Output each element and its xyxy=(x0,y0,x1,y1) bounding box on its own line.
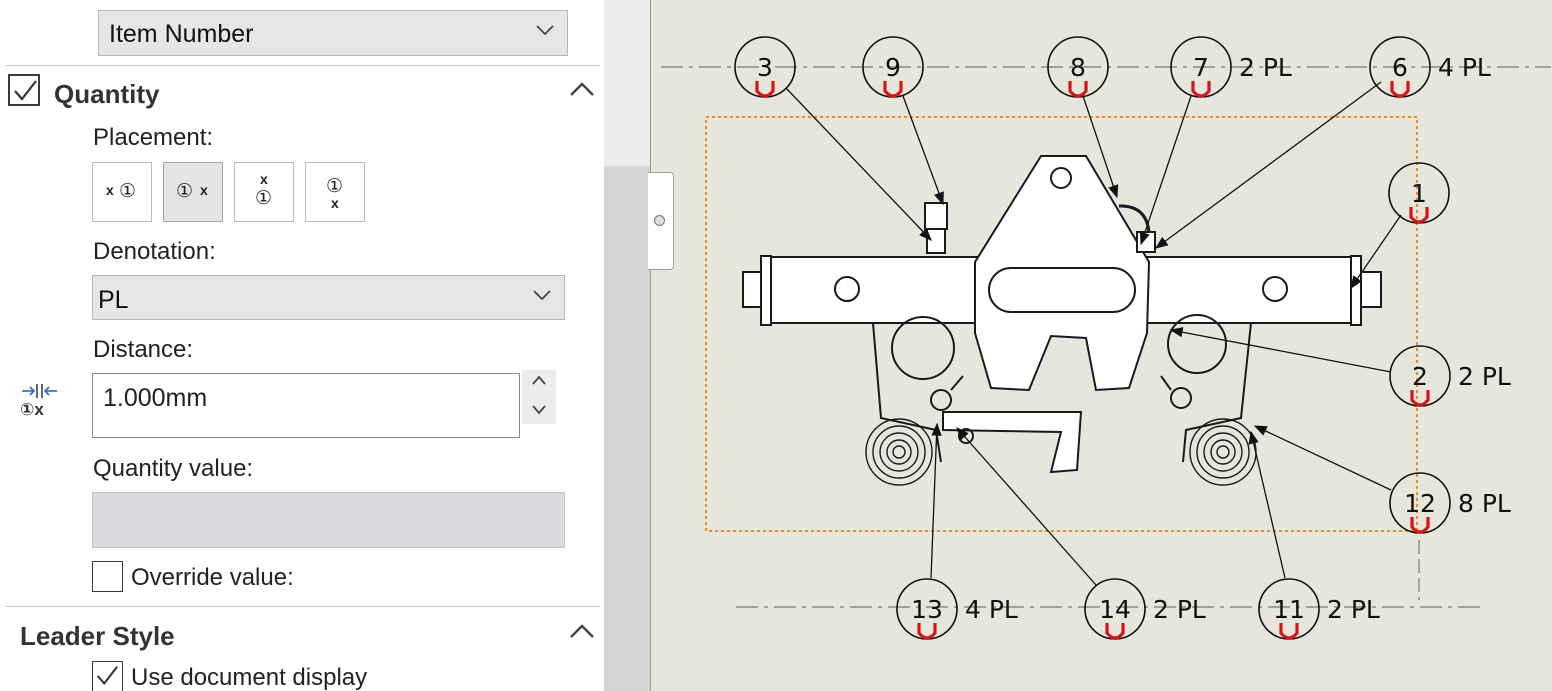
balloon-quantity-text: 2 PL xyxy=(1239,53,1292,82)
distance-icon-text: ①x xyxy=(20,400,44,419)
attachment-marker-icon xyxy=(917,623,937,640)
placement-right-button[interactable]: ① x xyxy=(163,162,223,222)
spin-up-icon[interactable] xyxy=(531,374,547,386)
balloon-number: 12 xyxy=(1404,489,1436,518)
balloon-number: 8 xyxy=(1070,53,1086,82)
balloon-8[interactable]: 8 xyxy=(1047,36,1109,98)
part-assembly xyxy=(742,155,1382,486)
placement-x-text: x xyxy=(331,195,339,211)
attachment-marker-icon xyxy=(755,81,775,98)
attachment-marker-icon xyxy=(1409,207,1429,224)
panel-scrollbar-thumb[interactable] xyxy=(604,166,650,691)
attachment-marker-icon xyxy=(1279,623,1299,640)
balloon-13[interactable]: 13 4 PL xyxy=(896,578,1018,640)
denotation-value: PL xyxy=(98,286,129,314)
placement-top-button[interactable]: x ① xyxy=(234,162,294,222)
attachment-marker-icon xyxy=(1105,623,1125,640)
distance-input-value: 1.000mm xyxy=(103,384,208,412)
placement-bottom-button[interactable]: ① x xyxy=(305,162,365,222)
balloon-number: 3 xyxy=(757,53,773,82)
balloon-number: 1 xyxy=(1411,179,1427,208)
quantity-value-field xyxy=(92,492,565,548)
attachment-marker-icon xyxy=(1390,81,1410,98)
sash-dot-icon xyxy=(654,215,665,226)
balloon-quantity-text: 2 PL xyxy=(1458,362,1511,391)
leader-lines xyxy=(785,81,1402,586)
distance-spinner[interactable] xyxy=(522,370,556,424)
balloon-1[interactable]: 1 xyxy=(1388,162,1450,224)
balloon-quantity-text: 2 PL xyxy=(1327,595,1380,624)
attachment-marker-icon xyxy=(883,81,903,98)
chevron-up-icon[interactable] xyxy=(568,622,596,640)
placement-balloon-glyph: ① xyxy=(255,188,273,209)
placement-left-button[interactable]: x ① xyxy=(92,162,152,222)
leader-style-section-title: Leader Style xyxy=(20,621,175,651)
use-document-display-checkbox[interactable] xyxy=(92,661,123,691)
item-number-dropdown[interactable]: Item Number xyxy=(98,10,568,56)
override-value-checkbox[interactable] xyxy=(92,561,123,592)
selection-box xyxy=(705,116,1418,532)
placement-x-text: x xyxy=(106,182,114,198)
item-number-dropdown-value: Item Number xyxy=(109,20,254,48)
balloon-number: 11 xyxy=(1273,595,1305,624)
placement-label: Placement: xyxy=(93,124,214,151)
override-value-label: Override value: xyxy=(131,564,294,591)
distance-input[interactable]: 1.000mm xyxy=(92,373,520,438)
quantity-value-label: Quantity value: xyxy=(93,455,254,482)
balloon-14[interactable]: 14 2 PL xyxy=(1084,578,1206,640)
checkmark-icon xyxy=(97,666,118,685)
use-document-display-label: Use document display xyxy=(131,664,368,691)
balloon-number: 7 xyxy=(1193,53,1209,82)
balloon-6[interactable]: 6 4 PL xyxy=(1369,36,1491,98)
denotation-label: Denotation: xyxy=(93,238,216,265)
chevron-up-icon[interactable] xyxy=(568,80,596,98)
property-manager-panel: Item Number Quantity Placement: x ① ① x … xyxy=(0,0,604,691)
spin-down-icon[interactable] xyxy=(531,404,547,416)
attachment-marker-icon xyxy=(1068,81,1088,98)
chevron-down-icon xyxy=(533,290,551,301)
quantity-checkbox[interactable] xyxy=(8,74,40,106)
divider xyxy=(6,65,600,66)
attachment-marker-icon xyxy=(1410,517,1430,534)
placement-x-text: x xyxy=(200,182,208,198)
balloon-12[interactable]: 12 8 PL xyxy=(1389,472,1511,534)
placement-balloon-glyph: ① xyxy=(326,176,344,197)
balloon-quantity-text: 4 PL xyxy=(965,595,1018,624)
denotation-dropdown[interactable]: PL xyxy=(92,275,565,320)
balloon-number: 2 xyxy=(1412,362,1428,391)
divider xyxy=(6,606,600,607)
balloon-7[interactable]: 7 2 PL xyxy=(1170,36,1292,98)
balloon-number: 9 xyxy=(885,53,901,82)
placement-balloon-glyph: ① xyxy=(119,181,137,202)
balloon-2[interactable]: 2 2 PL xyxy=(1389,345,1511,407)
balloon-11[interactable]: 11 2 PL xyxy=(1258,578,1380,640)
panel-collapse-sash[interactable] xyxy=(648,172,674,270)
balloon-number: 6 xyxy=(1392,53,1408,82)
chevron-down-icon xyxy=(536,25,554,36)
balloon-number: 13 xyxy=(911,595,943,624)
attachment-marker-icon xyxy=(1191,81,1211,98)
balloon-3[interactable]: 3 xyxy=(734,36,796,98)
balloon-quantity-text: 2 PL xyxy=(1153,595,1206,624)
distance-icon xyxy=(22,384,57,398)
attachment-marker-icon xyxy=(1410,390,1430,407)
placement-x-text: x xyxy=(260,171,268,187)
balloon-quantity-text: 4 PL xyxy=(1438,53,1491,82)
quantity-section-title: Quantity xyxy=(54,79,160,109)
distance-label: Distance: xyxy=(93,336,194,363)
checkmark-icon xyxy=(14,80,37,101)
balloon-quantity-text: 8 PL xyxy=(1458,489,1511,518)
placement-balloon-glyph: ① xyxy=(176,181,194,202)
balloon-number: 14 xyxy=(1099,595,1131,624)
balloon-9[interactable]: 9 xyxy=(862,36,924,98)
